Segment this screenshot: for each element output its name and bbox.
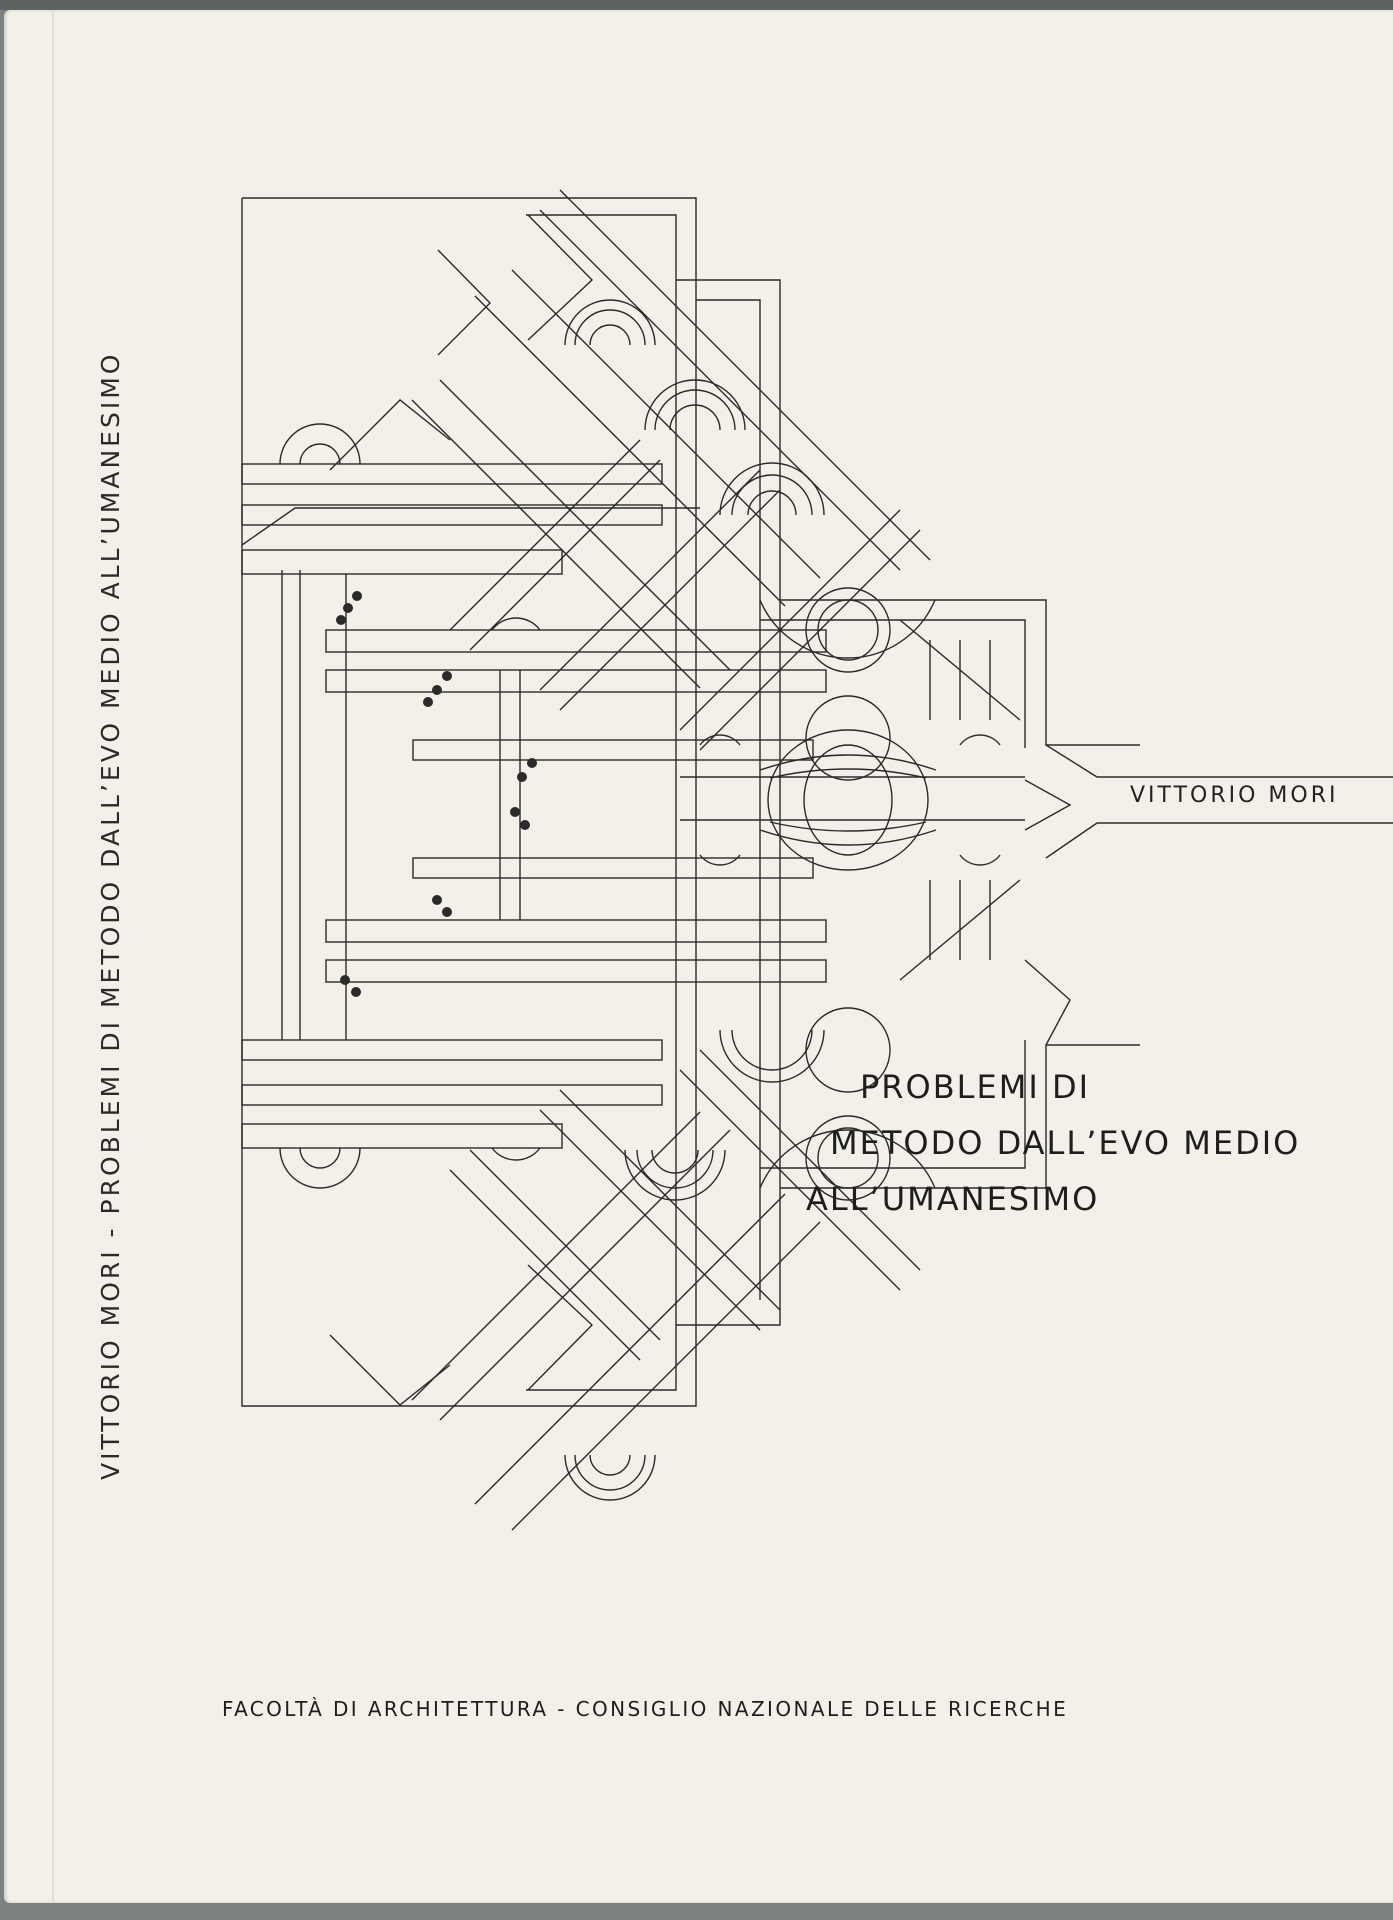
column-markers bbox=[336, 591, 537, 997]
diagonal-members bbox=[329, 189, 931, 1531]
horizontal-bands bbox=[241, 463, 827, 1149]
scan-background-top bbox=[0, 0, 1393, 10]
author-name: VITTORIO MORI bbox=[1130, 783, 1339, 808]
cover-hinge-line bbox=[52, 10, 54, 1903]
central-rotunda bbox=[699, 587, 1021, 1201]
title-line-1: PROBLEMI DI bbox=[860, 1068, 1091, 1106]
author-band-lines bbox=[680, 744, 1393, 1046]
drawing-frames bbox=[241, 197, 1140, 1407]
title-line-2: METODO DALL’EVO MEDIO bbox=[830, 1124, 1301, 1162]
book-cover bbox=[4, 10, 1393, 1903]
arches bbox=[279, 299, 825, 1501]
publisher-line: FACOLTÀ DI ARCHITETTURA - CONSIGLIO NAZI… bbox=[222, 1697, 1069, 1721]
title-line-3: ALL’UMANESIMO bbox=[806, 1180, 1100, 1218]
